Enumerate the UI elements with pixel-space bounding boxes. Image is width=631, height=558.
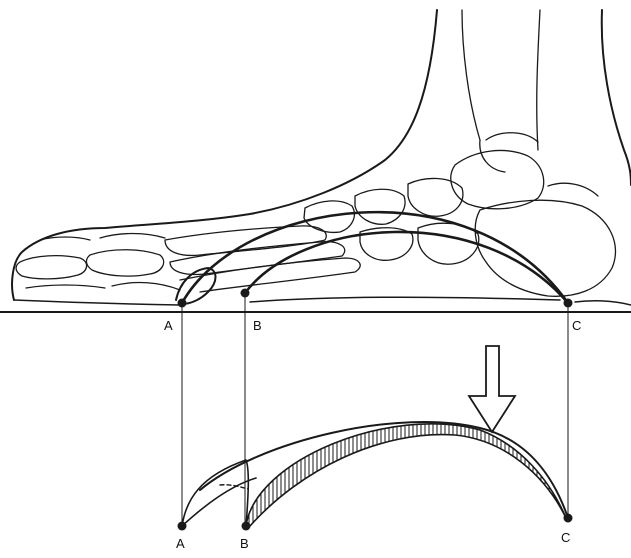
arch-model-hatched-body	[246, 424, 566, 526]
label-a-upper: A	[164, 318, 173, 333]
hindfoot-bones	[451, 10, 616, 296]
point-c-upper	[564, 299, 573, 308]
sole-outline	[14, 297, 560, 305]
foot-illustration	[12, 10, 631, 305]
heel-underside	[575, 301, 631, 305]
midfoot-bones	[304, 178, 479, 264]
point-b-lower	[242, 522, 251, 531]
projection-lines	[182, 297, 568, 526]
label-c-lower: C	[561, 530, 570, 545]
point-b-upper	[241, 289, 250, 298]
label-b-lower: B	[240, 536, 249, 551]
lower-reference-points	[178, 514, 573, 531]
label-b-upper: B	[253, 318, 262, 333]
arch-model	[182, 422, 568, 526]
lateral-arch-curve	[245, 232, 568, 303]
point-a-lower	[178, 522, 187, 531]
label-a-lower: A	[176, 536, 185, 551]
toe-bones	[16, 234, 180, 291]
heel-outline	[602, 10, 631, 185]
down-arrow-icon	[469, 346, 515, 432]
point-c-lower	[564, 514, 573, 523]
arch-lines	[176, 212, 568, 304]
label-c-upper: C	[572, 318, 581, 333]
point-a-upper	[178, 299, 187, 308]
